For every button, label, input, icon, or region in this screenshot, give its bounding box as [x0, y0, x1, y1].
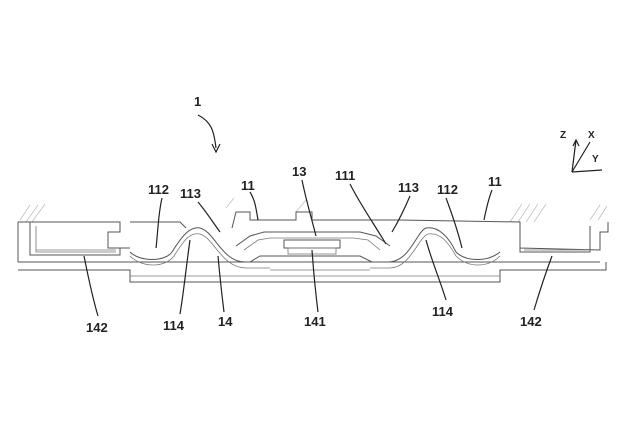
- label-114-left: 114: [163, 318, 185, 333]
- axis-x-label: X: [588, 130, 595, 141]
- label-13: 13: [292, 164, 306, 179]
- label-113-right: 113: [398, 180, 419, 195]
- label-14: 14: [218, 314, 233, 329]
- device-body: [17, 211, 609, 283]
- label-11-left: 11: [241, 178, 255, 193]
- label-142-left: 142: [86, 320, 108, 335]
- label-assembly-1: 1: [194, 94, 201, 109]
- axis-z-label: Z: [560, 130, 566, 141]
- label-141: 141: [304, 314, 326, 329]
- axis-y-label: Y: [592, 154, 599, 165]
- hatching: [19, 197, 608, 223]
- label-113-left: 113: [180, 186, 201, 201]
- label-11-right: 11: [488, 174, 502, 189]
- coordinate-axes: Z X Y: [560, 130, 603, 173]
- label-112-left: 112: [148, 182, 169, 197]
- label-112-right: 112: [437, 182, 458, 197]
- leader-lines: [83, 114, 553, 317]
- label-111: 111: [335, 168, 355, 183]
- reference-labels: 1 13 11 11 112 112 113 113 111 114 114 1…: [86, 94, 542, 335]
- label-114-right: 114: [432, 304, 454, 319]
- label-142-right: 142: [520, 314, 542, 329]
